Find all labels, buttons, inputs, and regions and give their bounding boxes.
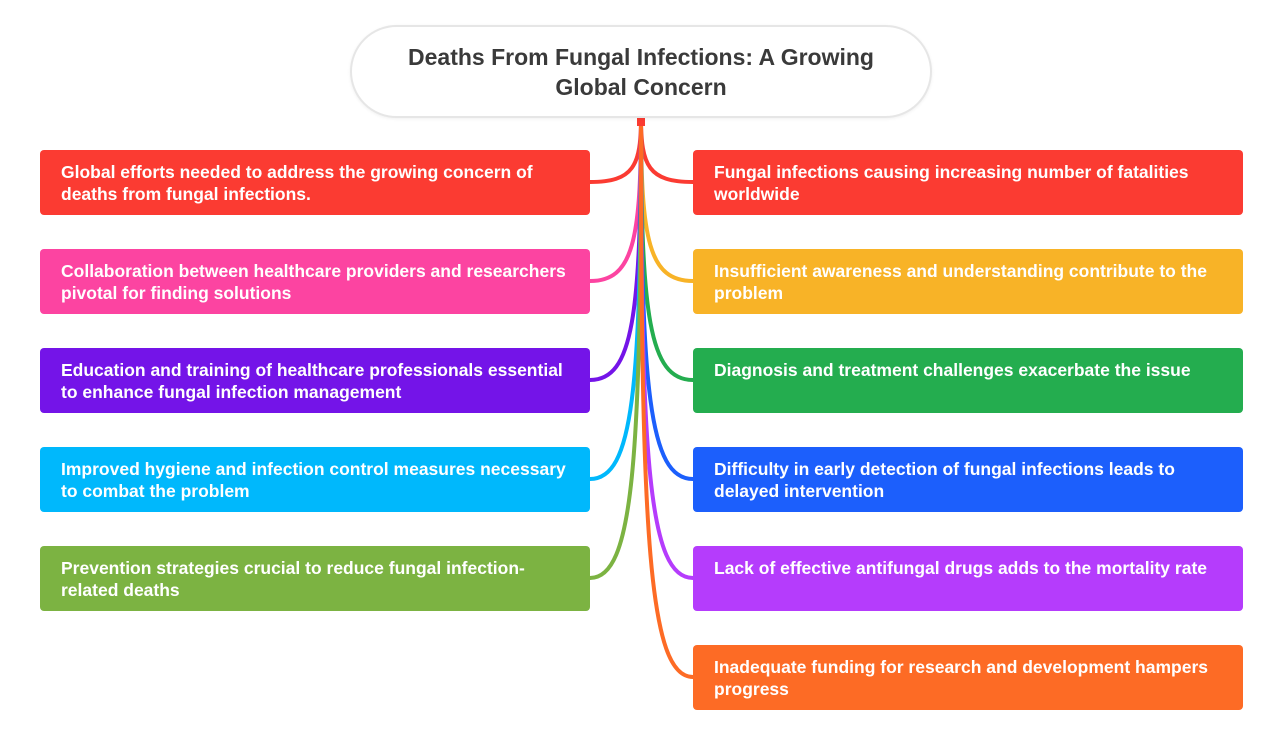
right-node-6[interactable]: Inadequate funding for research and deve…	[693, 645, 1243, 710]
right-node-3[interactable]: Diagnosis and treatment challenges exace…	[693, 348, 1243, 413]
connector-trunk	[637, 116, 645, 126]
connector-left-node-1	[588, 116, 643, 184]
root-title: Deaths From Fungal Infections: A Growing…	[408, 43, 874, 100]
left-node-5-text: Prevention strategies crucial to reduce …	[61, 558, 525, 600]
left-node-4[interactable]: Improved hygiene and infection control m…	[40, 447, 590, 512]
right-node-4-text: Difficulty in early detection of fungal …	[714, 459, 1175, 501]
left-node-3[interactable]: Education and training of healthcare pro…	[40, 348, 590, 413]
connector-left-node-2	[588, 116, 643, 283]
right-node-1[interactable]: Fungal infections causing increasing num…	[693, 150, 1243, 215]
right-node-2[interactable]: Insufficient awareness and understanding…	[693, 249, 1243, 314]
left-node-1[interactable]: Global efforts needed to address the gro…	[40, 150, 590, 215]
connector-right-node-2	[639, 116, 695, 283]
left-node-3-text: Education and training of healthcare pro…	[61, 360, 563, 402]
left-node-2-text: Collaboration between healthcare provide…	[61, 261, 566, 303]
right-node-5[interactable]: Lack of effective antifungal drugs adds …	[693, 546, 1243, 611]
right-node-4[interactable]: Difficulty in early detection of fungal …	[693, 447, 1243, 512]
connector-left-node-5	[588, 116, 643, 580]
left-node-4-text: Improved hygiene and infection control m…	[61, 459, 566, 501]
right-node-1-text: Fungal infections causing increasing num…	[714, 162, 1189, 204]
left-node-2[interactable]: Collaboration between healthcare provide…	[40, 249, 590, 314]
right-node-5-text: Lack of effective antifungal drugs adds …	[714, 558, 1208, 578]
right-node-3-text: Diagnosis and treatment challenges exace…	[714, 360, 1191, 380]
connector-left-node-3	[588, 116, 643, 382]
right-node-2-text: Insufficient awareness and understanding…	[714, 261, 1207, 303]
connector-right-node-1	[639, 116, 695, 184]
left-node-5[interactable]: Prevention strategies crucial to reduce …	[40, 546, 590, 611]
connector-right-node-3	[639, 116, 695, 382]
right-node-6-text: Inadequate funding for research and deve…	[714, 657, 1208, 699]
left-node-1-text: Global efforts needed to address the gro…	[61, 162, 533, 204]
root-topic[interactable]: Deaths From Fungal Infections: A Growing…	[350, 25, 932, 118]
connector-right-node-6	[639, 116, 695, 679]
